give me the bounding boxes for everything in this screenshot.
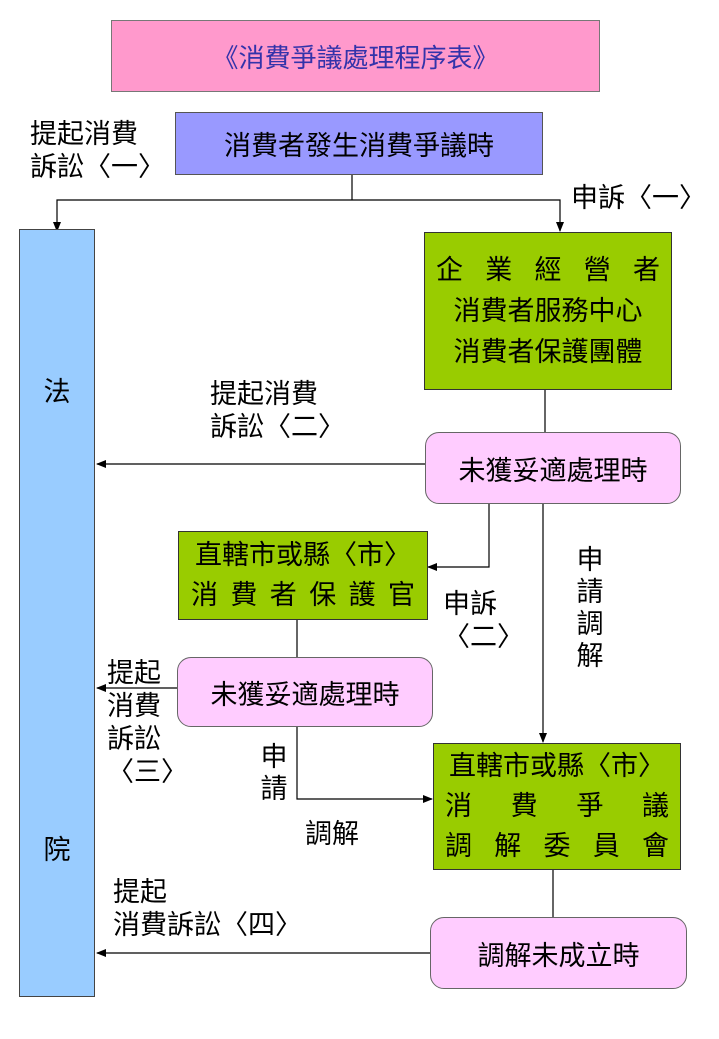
label-lawsuit-3: 提起消費 訴訟〈三〉 bbox=[107, 658, 188, 788]
label-apply: 申請 bbox=[260, 742, 288, 805]
label-complaint-1: 申訴〈一〉 bbox=[571, 183, 706, 214]
unresolved-box-1: 未獲妥適處理時 bbox=[425, 432, 681, 504]
officer-line-2: 消費者保護官 bbox=[191, 579, 415, 611]
mediation-committee-box: 直轄市或縣〈市〉 消費爭議 調解委員會 bbox=[433, 743, 681, 870]
court-label-top: 法 bbox=[43, 377, 71, 408]
committee-line-2: 消費爭議 bbox=[445, 790, 669, 822]
business-line-3: 消費者保護團體 bbox=[453, 336, 643, 368]
business-box: 企業經營者 消費者服務中心 消費者保護團體 bbox=[424, 232, 672, 390]
label-complaint-2: 申訴〈二〉 bbox=[443, 589, 524, 653]
officer-line-1: 直轄市或縣〈市〉 bbox=[195, 539, 411, 571]
unresolved-box-2: 未獲妥適處理時 bbox=[177, 657, 433, 727]
court-box: 法 院 bbox=[19, 229, 95, 997]
label-lawsuit-1: 提起消費訴訟〈一〉 bbox=[30, 119, 165, 183]
label-apply-mediation: 申請調解 bbox=[576, 545, 604, 672]
business-line-2: 消費者服務中心 bbox=[453, 295, 643, 327]
start-box: 消費者發生消費爭議時 bbox=[175, 112, 543, 175]
arrow-to-officer-complaint2 bbox=[427, 504, 490, 571]
label-lawsuit-2: 提起消費訴訟〈二〉 bbox=[210, 379, 345, 443]
arrow-to-business-complaint1 bbox=[352, 199, 564, 232]
arrow-to-court-lawsuit1 bbox=[53, 199, 352, 232]
arrow-to-committee-mediation bbox=[296, 727, 433, 803]
protection-officer-box: 直轄市或縣〈市〉 消費者保護官 bbox=[178, 531, 428, 620]
committee-line-3: 調解委員會 bbox=[445, 830, 669, 862]
label-lawsuit-4: 提起消費訴訟〈四〉 bbox=[113, 877, 302, 941]
mediation-failed-box: 調解未成立時 bbox=[430, 917, 687, 989]
court-label-bottom: 院 bbox=[43, 835, 71, 866]
label-mediation: 調解 bbox=[305, 819, 359, 850]
business-line-1: 企業經營者 bbox=[436, 254, 660, 286]
committee-line-1: 直轄市或縣〈市〉 bbox=[449, 750, 665, 782]
page-title: 《消費爭議處理程序表》 bbox=[111, 20, 600, 92]
